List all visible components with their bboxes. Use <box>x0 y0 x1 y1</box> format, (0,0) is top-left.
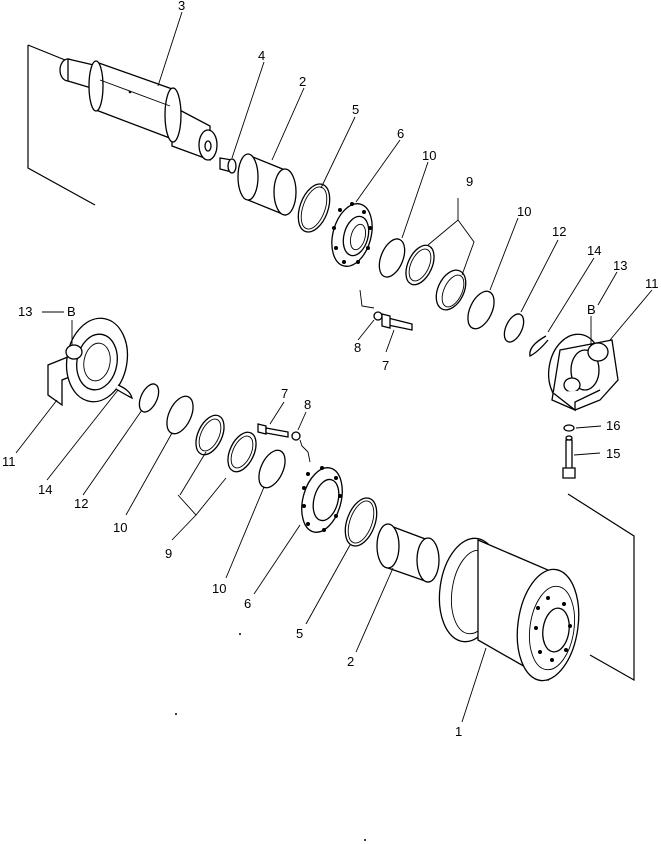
label-clip-top: 14 <box>587 243 601 258</box>
label-roller: 1 <box>455 724 462 739</box>
shaft <box>59 58 218 161</box>
label-shaft: 3 <box>178 0 185 13</box>
label-bolt-bottom: 7 <box>281 386 288 401</box>
ring-bottom-d <box>258 449 286 489</box>
guard-top <box>547 333 619 412</box>
label-seal-bottom: 9 <box>165 546 172 561</box>
label-bushing-bottom: 2 <box>347 654 354 669</box>
label-bolt-15: 15 <box>606 446 620 461</box>
label-clip-left: 14 <box>38 482 52 497</box>
seal-top <box>405 244 467 311</box>
label-pin-top: 13 <box>613 258 627 273</box>
label-b-top: B <box>587 302 596 317</box>
snap-clip-left <box>115 384 133 400</box>
snap-ring-top <box>503 313 525 343</box>
label-oring-top: 5 <box>352 102 359 117</box>
oring-bottom <box>344 497 378 547</box>
bolt-washer-bottom <box>257 423 311 463</box>
ring-bottom-c <box>166 395 194 435</box>
label-snap-left: 12 <box>74 496 88 511</box>
guard-left <box>47 317 129 407</box>
bushing-bottom <box>376 523 440 583</box>
bolt-washer-right <box>562 424 576 479</box>
collar-top <box>331 202 373 267</box>
label-guard-left: 11 <box>2 454 16 469</box>
label-collar-top: 6 <box>397 126 404 141</box>
stray-marks <box>175 633 366 841</box>
label-b-left: B <box>67 304 76 319</box>
bolt-washer-top <box>373 311 413 331</box>
label-bushing-top: 2 <box>299 74 306 89</box>
label-collar-bottom: 6 <box>244 596 251 611</box>
roller <box>438 537 580 682</box>
leader-lines <box>15 11 653 723</box>
plug <box>219 157 237 174</box>
callout-labels: 3 4 2 5 6 10 9 10 12 14 13 B 11 8 7 16 1… <box>2 0 659 739</box>
frame-top <box>27 44 96 206</box>
ring-top-a <box>378 238 406 278</box>
collar-bottom <box>301 466 343 533</box>
label-ring-d: 10 <box>212 581 226 596</box>
label-snap-top: 12 <box>552 224 566 239</box>
label-seal-top: 9 <box>466 174 473 189</box>
ring-top-b <box>467 290 495 330</box>
bushing-top <box>237 153 297 216</box>
seal-bottom <box>195 414 257 473</box>
label-pin-left: 13 <box>18 304 32 319</box>
frame-bottom-right <box>567 493 635 682</box>
label-guard-top: 11 <box>645 276 659 291</box>
oring-top <box>297 183 331 233</box>
label-washer-bottom: 8 <box>304 397 311 412</box>
label-oring-bottom: 5 <box>296 626 303 641</box>
label-washer-top: 8 <box>354 340 361 355</box>
label-plug: 4 <box>258 48 265 63</box>
label-bolt-top: 7 <box>382 358 389 373</box>
label-ring-a: 10 <box>422 148 436 163</box>
snap-ring-left <box>138 383 160 413</box>
label-ring-c: 10 <box>113 520 127 535</box>
label-washer-16: 16 <box>606 418 620 433</box>
label-ring-b: 10 <box>517 204 531 219</box>
snap-clip-top <box>529 335 549 357</box>
